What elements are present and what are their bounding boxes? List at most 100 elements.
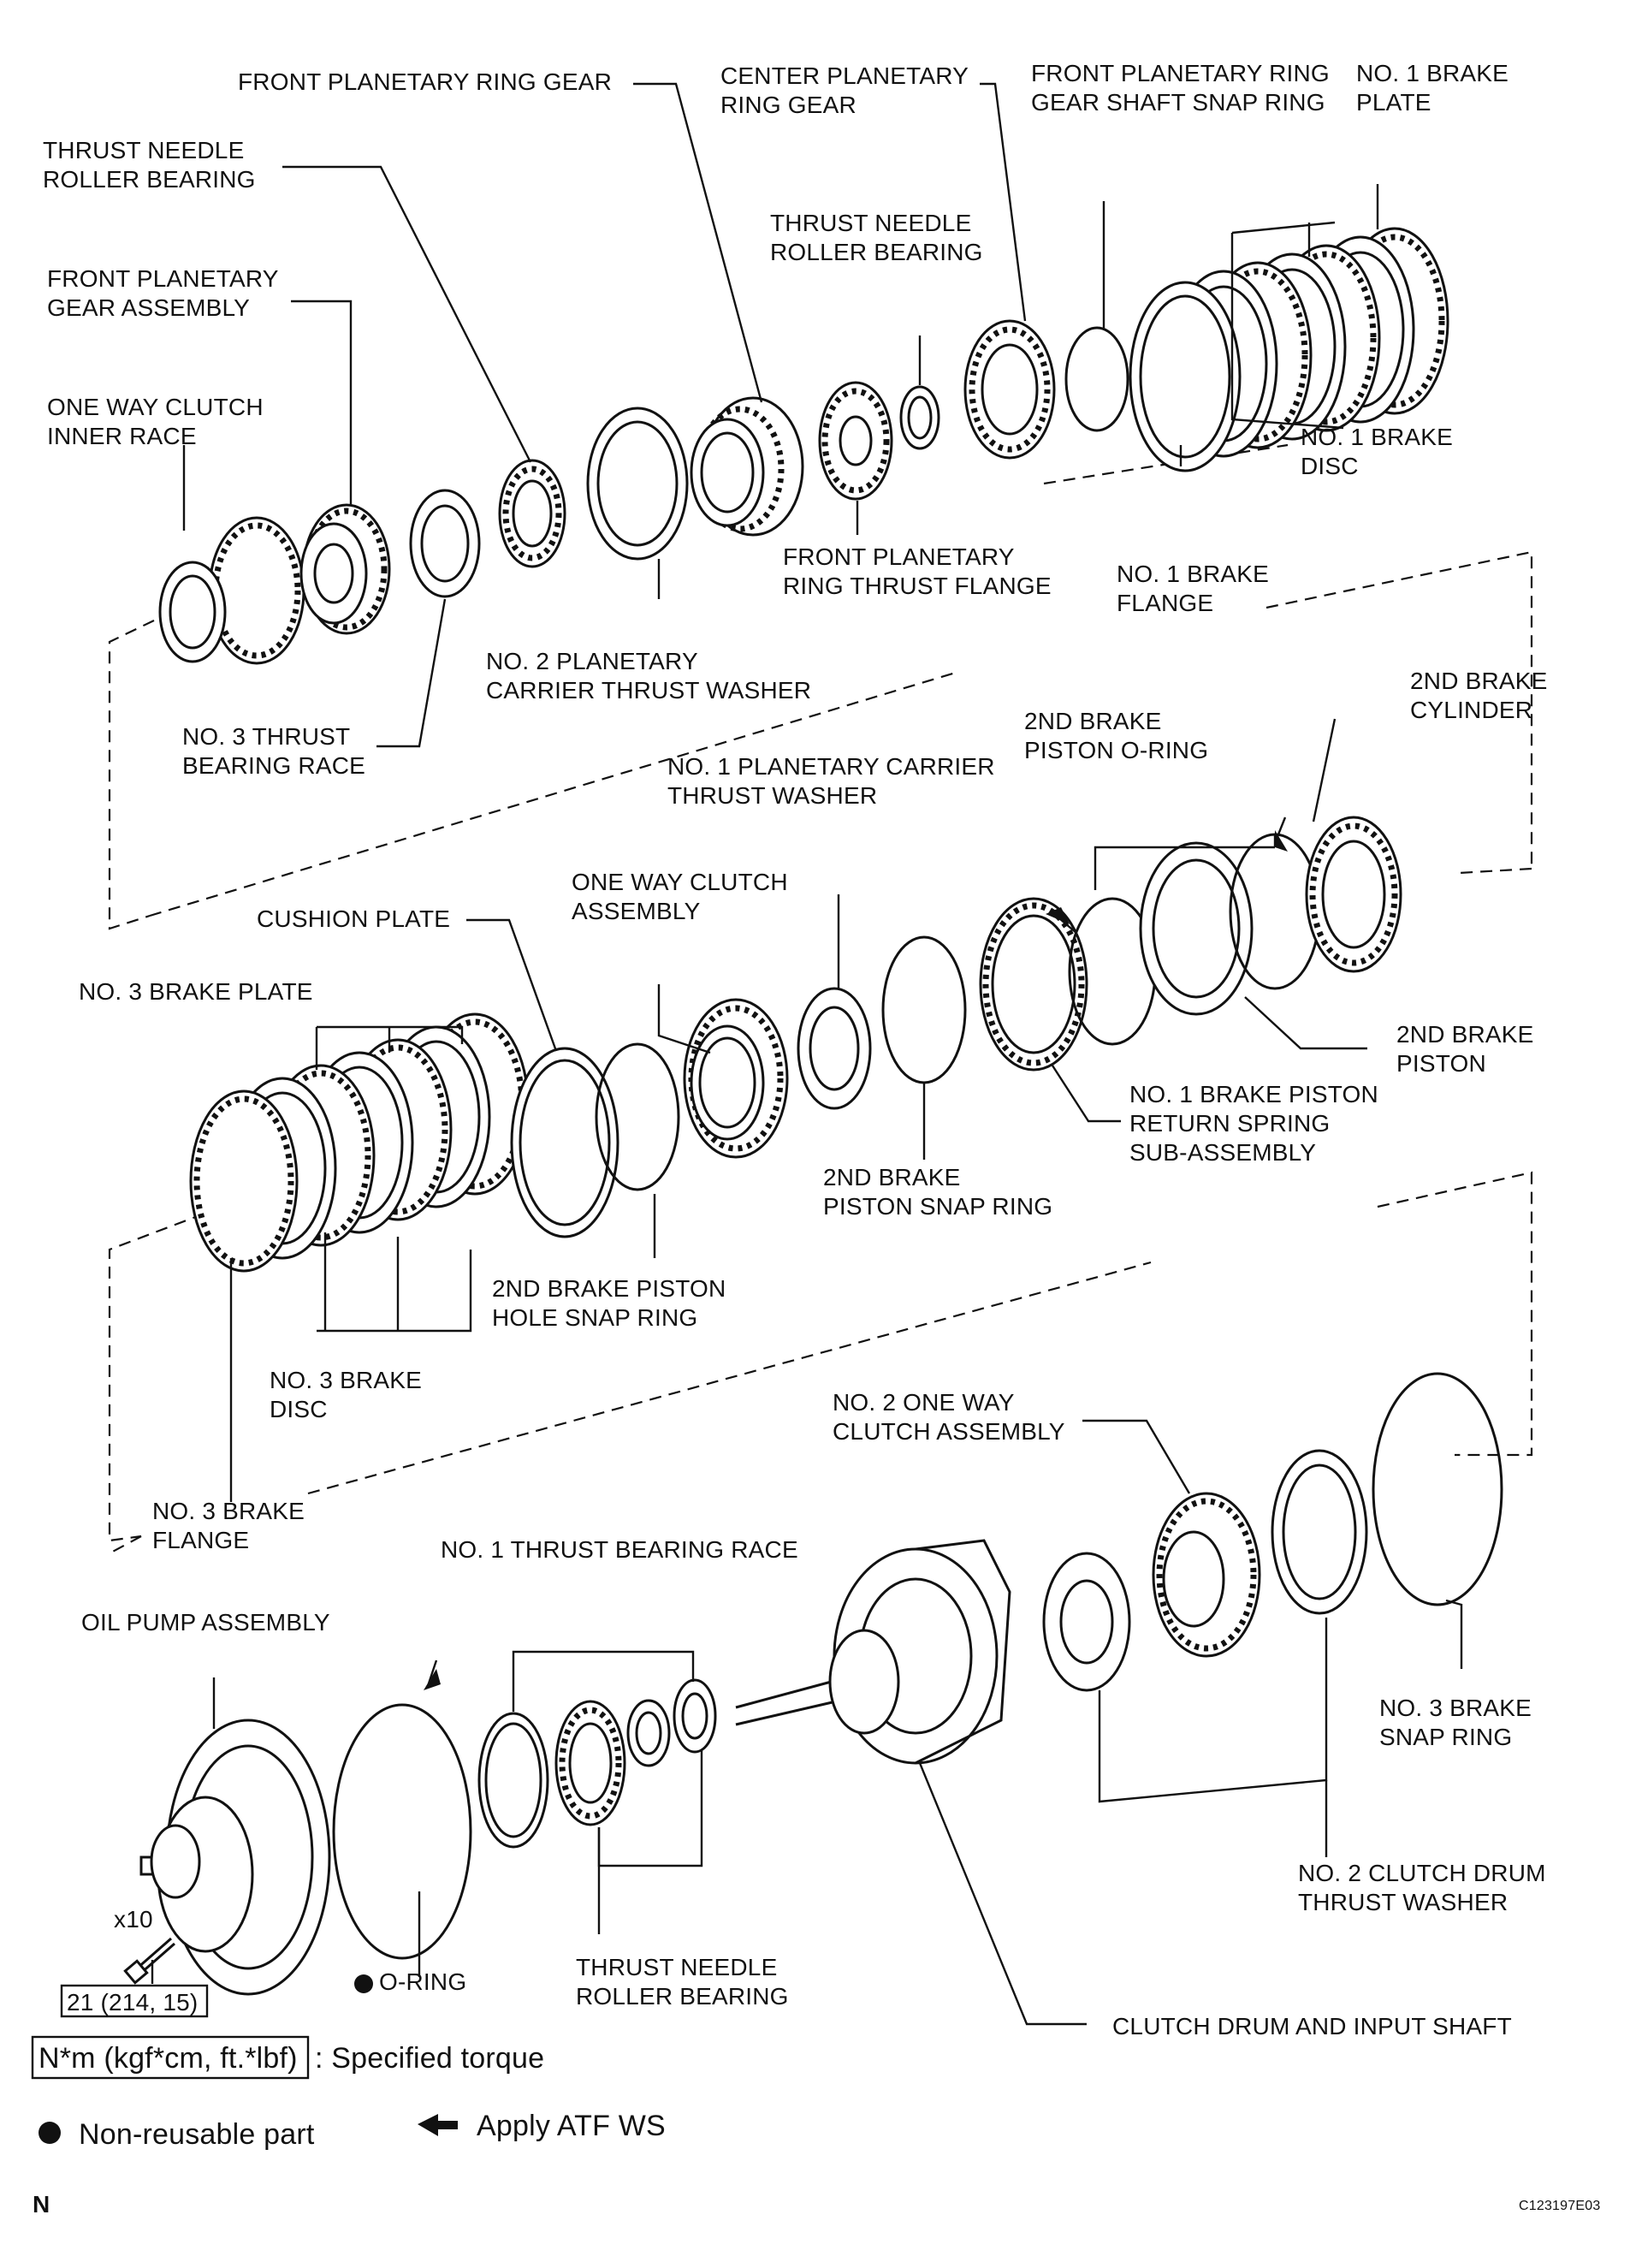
label-line: NO. 1 PLANETARY CARRIER: [667, 753, 995, 780]
label-line: NO. 1 THRUST BEARING RACE: [441, 1536, 798, 1563]
apply-atf-arrows: [424, 816, 1288, 1690]
label-no3-brake-disc: NO. 3 BRAKE DISC: [270, 1367, 422, 1422]
label-line: CENTER PLANETARY: [720, 62, 969, 89]
no1-planetary-carrier-thrust-washer-part: [797, 987, 872, 1110]
legend-torque-unit: N*m (kgf*cm, ft.*lbf): [39, 2042, 298, 2075]
front-planetary-gear-assembly-part: [299, 503, 391, 635]
label-line: 2ND BRAKE: [823, 1164, 961, 1190]
label-line: CUSHION PLATE: [257, 905, 450, 932]
one-way-clutch-inner-race-part: [158, 516, 305, 665]
label-line: CARRIER THRUST WASHER: [486, 677, 811, 704]
thrust-needle-roller-bearing-part: [498, 459, 566, 568]
label-line: ROLLER BEARING: [576, 1983, 789, 2010]
label-line: 2ND BRAKE: [1024, 708, 1162, 734]
label-line: RING GEAR: [720, 92, 856, 118]
clutch-drum-and-input-shaft-part: [735, 1539, 1011, 1765]
label-line: ROLLER BEARING: [770, 239, 983, 265]
legend-apply-atf: Apply ATF WS: [477, 2110, 666, 2142]
label-line: ROLLER BEARING: [43, 166, 256, 193]
label-line: ONE WAY CLUTCH: [47, 394, 264, 420]
label-line: FLANGE: [1117, 590, 1213, 616]
second-brake-piston-hole-snap-ring-part: [595, 1042, 680, 1191]
label-line: NO. 3 BRAKE PLATE: [79, 978, 313, 1005]
label-line: ONE WAY CLUTCH: [572, 869, 788, 895]
label-line: THRUST NEEDLE: [43, 137, 244, 163]
label-oil-pump-assembly: OIL PUMP ASSEMBLY: [81, 1609, 330, 1636]
second-brake-piston-part: [1139, 841, 1254, 1016]
no3-brake-pack-part: [189, 1012, 530, 1273]
label-line: RETURN SPRING: [1129, 1110, 1330, 1137]
label-clutch-drum-and-input-shaft: CLUTCH DRUM AND INPUT SHAFT: [1112, 2013, 1512, 2039]
label-line: ASSEMBLY: [572, 898, 701, 924]
no2-clutch-drum-thrust-washer-left-part: [1042, 1552, 1131, 1692]
non-reusable-icon: [39, 2122, 61, 2144]
label-line: 2ND BRAKE: [1410, 668, 1548, 694]
label-line: NO. 1 BRAKE: [1301, 424, 1453, 450]
label-line: NO. 1 BRAKE PISTON: [1129, 1081, 1378, 1107]
bolt-quantity: x10: [114, 1906, 153, 1933]
label-line: CLUTCH ASSEMBLY: [833, 1418, 1065, 1445]
label-line: NO. 3 BRAKE: [270, 1367, 422, 1393]
label-line: NO. 1 BRAKE: [1117, 561, 1269, 587]
one-way-clutch-assembly-part: [683, 998, 789, 1159]
label-line: NO. 3 BRAKE: [152, 1498, 305, 1524]
front-planetary-ring-thrust-flange-part: [818, 381, 893, 501]
label-line: THRUST WASHER: [1298, 1889, 1508, 1915]
label-no1-brake-flange: NO. 1 BRAKE FLANGE: [1117, 561, 1269, 616]
no1-thrust-bearing-race-part: [477, 1712, 549, 1849]
label-line: THRUST WASHER: [667, 782, 877, 809]
label-line: CLUTCH DRUM AND INPUT SHAFT: [1112, 2013, 1512, 2039]
label-line: 2ND BRAKE: [1396, 1021, 1534, 1048]
thrust-needle-roller-bearing-bottom-part: [554, 1700, 626, 1826]
no2-planetary-carrier-thrust-washer-part: [586, 407, 689, 561]
label-front-planetary-ring-gear: FRONT PLANETARY RING GEAR: [238, 68, 612, 95]
label-line: NO. 2 CLUTCH DRUM: [1298, 1860, 1546, 1886]
label-no1-thrust-bearing-race: NO. 1 THRUST BEARING RACE: [441, 1536, 798, 1563]
label-line: FRONT PLANETARY RING GEAR: [238, 68, 612, 95]
center-planetary-ring-gear-part: [963, 319, 1056, 460]
label-center-planetary-ring-gear: CENTER PLANETARY RING GEAR: [720, 62, 969, 118]
no3-thrust-bearing-race-part: [409, 489, 481, 598]
label-no1-brake-disc: NO. 1 BRAKE DISC: [1301, 424, 1453, 479]
label-line: FRONT PLANETARY: [47, 265, 279, 292]
footer-letter: N: [33, 2191, 50, 2218]
apply-atf-arrow-icon: [418, 2114, 458, 2136]
label-line: NO. 3 THRUST: [182, 723, 350, 750]
bolt-torque-box: [60, 1984, 209, 2018]
label-line: O-RING: [379, 1968, 466, 1995]
label-no2-clutch-drum-thrust-washer: NO. 2 CLUTCH DRUM THRUST WASHER: [1298, 1860, 1546, 1915]
label-line: NO. 2 ONE WAY: [833, 1389, 1015, 1416]
legend: N*m (kgf*cm, ft.*lbf) : Specified torque…: [31, 2035, 666, 2151]
label-line: SNAP RING: [1379, 1724, 1512, 1750]
label-one-way-clutch-assembly: ONE WAY CLUTCH ASSEMBLY: [572, 869, 788, 924]
o-ring-part: [332, 1703, 472, 1960]
label-line: DISC: [270, 1396, 328, 1422]
label-cushion-plate: CUSHION PLATE: [257, 905, 450, 932]
label-second-brake-cylinder: 2ND BRAKE CYLINDER: [1410, 668, 1548, 723]
label-line: OIL PUMP ASSEMBLY: [81, 1609, 330, 1636]
no1-brake-piston-return-spring-part: [979, 897, 1088, 1072]
label-no3-brake-plate: NO. 3 BRAKE PLATE: [79, 978, 313, 1005]
label-line: DISC: [1301, 453, 1359, 479]
label-line: GEAR ASSEMBLY: [47, 294, 250, 321]
label-line: FRONT PLANETARY: [783, 543, 1015, 570]
no2-clutch-drum-thrust-washer-right-part: [1271, 1449, 1368, 1615]
label-line: CYLINDER: [1410, 697, 1532, 723]
label-line: THRUST NEEDLE: [576, 1954, 777, 1980]
part-labels: FRONT PLANETARY RING GEAR CENTER PLANETA…: [43, 60, 1548, 2039]
